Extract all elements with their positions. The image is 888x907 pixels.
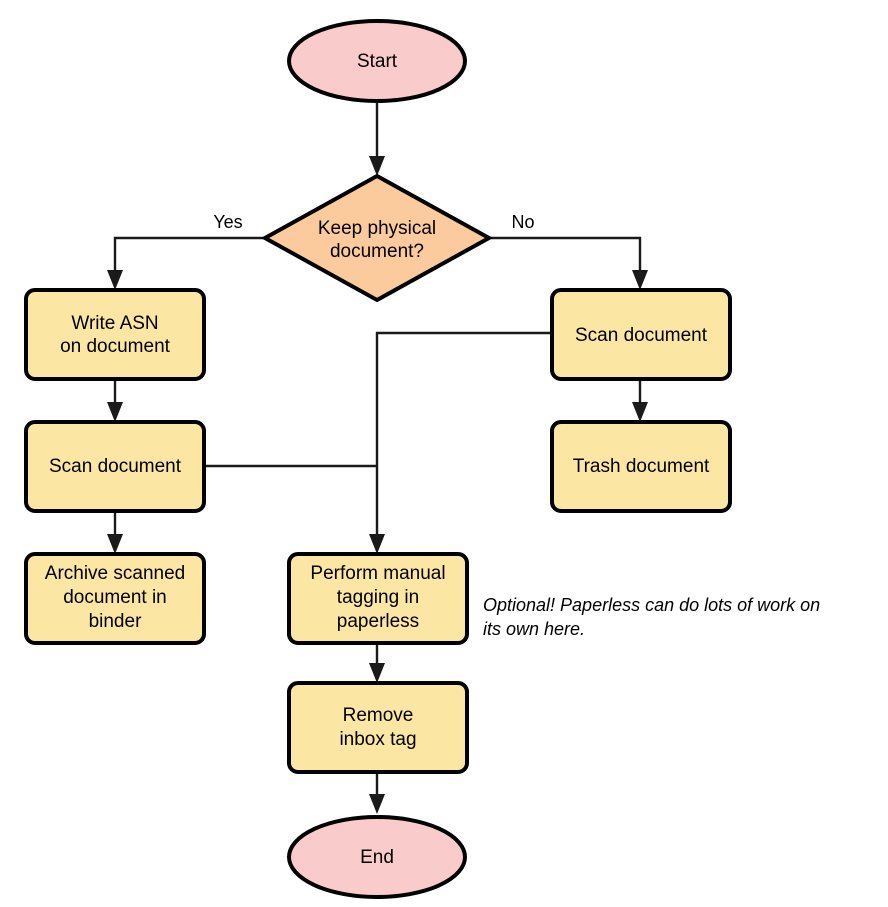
connector-remove-inbox-to-end: [369, 771, 385, 814]
node-decision-keep-physical-document[interactable]: Keep physical document?: [260, 173, 494, 303]
node-scan-document-right[interactable]: Scan document: [550, 288, 732, 381]
node-tagging-label-line3: paperless: [337, 611, 419, 632]
node-write-asn-label-line2: on document: [60, 336, 171, 357]
node-end[interactable]: End: [287, 815, 467, 899]
node-archive-label-line3: binder: [89, 611, 142, 632]
node-tagging-label-line1: Perform manual: [310, 563, 445, 584]
connector-scan-right-to-trash: [632, 379, 648, 422]
node-remove-inbox-tag[interactable]: Remove inbox tag: [287, 681, 469, 774]
node-archive-scanned-document[interactable]: Archive scanned document in binder: [24, 552, 206, 645]
node-archive-label-line2: document in: [63, 587, 167, 608]
connector-write-asn-to-scan-left: [107, 379, 123, 422]
node-start[interactable]: Start: [287, 19, 467, 103]
node-decision-label-line1: Keep physical: [318, 218, 436, 239]
connector-yes-branch: [107, 236, 265, 290]
node-remove-inbox-label-line2: inbox tag: [339, 729, 416, 750]
annotation-note-line2: its own here.: [483, 619, 585, 639]
connector-scan-left-to-archive: [107, 511, 123, 554]
node-scan-document-left[interactable]: Scan document: [24, 420, 206, 513]
node-scan-document-right-label: Scan document: [575, 325, 708, 346]
connector-no-branch: [489, 236, 648, 290]
edge-label-no: No: [511, 212, 534, 232]
node-trash-document-label: Trash document: [573, 456, 710, 477]
node-trash-document[interactable]: Trash document: [550, 420, 732, 513]
node-start-label: Start: [357, 51, 398, 72]
annotation-note-line1: Optional! Paperless can do lots of work …: [483, 595, 820, 615]
connector-scan-right-to-tagging: [369, 331, 552, 554]
node-scan-document-left-label: Scan document: [49, 456, 182, 477]
edge-label-yes: Yes: [213, 212, 242, 232]
node-remove-inbox-label-line1: Remove: [343, 705, 414, 726]
node-write-asn-label-line1: Write ASN: [71, 313, 158, 334]
node-perform-manual-tagging[interactable]: Perform manual tagging in paperless: [287, 552, 469, 645]
node-end-label: End: [360, 847, 394, 868]
connector-start-to-decision: [369, 99, 385, 176]
node-archive-label-line1: Archive scanned: [45, 563, 185, 584]
node-decision-label-line2: document?: [330, 241, 424, 262]
node-tagging-label-line2: tagging in: [337, 587, 419, 608]
node-write-asn[interactable]: Write ASN on document: [24, 288, 206, 381]
connector-tagging-to-remove-inbox: [369, 641, 385, 683]
annotation-note: Optional! Paperless can do lots of work …: [483, 595, 820, 639]
